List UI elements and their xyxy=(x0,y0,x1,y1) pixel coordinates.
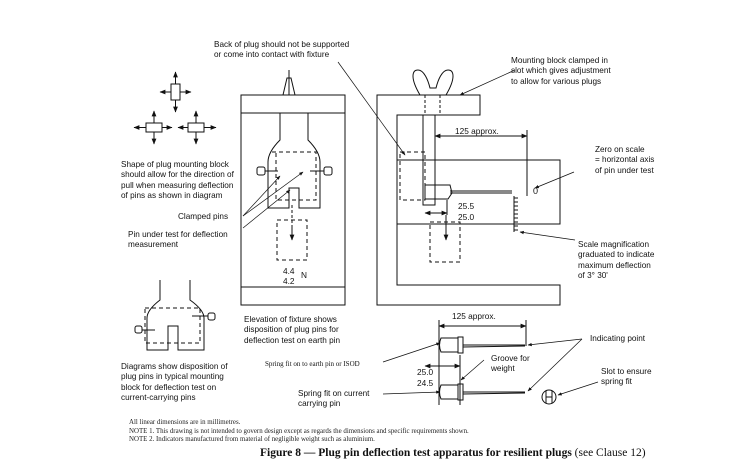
lower-length-dimension: 125 approx. xyxy=(452,311,496,321)
note-line: Diagrams show disposition of xyxy=(121,362,228,371)
mounting-block-note: Mounting block clamped in slot which giv… xyxy=(511,56,611,87)
note-line: spring fit xyxy=(601,377,632,387)
note-line: block for deflection test on xyxy=(121,382,217,392)
note-line: Mounting block clamped in xyxy=(511,56,608,65)
lower-offset-min: 24.5 xyxy=(417,378,434,388)
force-min: 4.2 xyxy=(283,276,295,286)
note-line: should allow for the direction of xyxy=(121,170,234,180)
note-line: to allow for various plugs xyxy=(511,76,602,86)
note-line: Pin under test for deflection xyxy=(128,230,228,239)
note-line: weight xyxy=(491,364,515,374)
note-line: Scale magnification xyxy=(578,240,649,249)
note-line: or come into contact with fixture xyxy=(214,50,330,60)
shape-of-block-note: Shape of plug mounting block should allo… xyxy=(121,160,234,201)
lower-offset-max: 25.0 xyxy=(417,367,434,377)
note-1: NOTE 1. This drawing is not intended to … xyxy=(129,427,469,435)
slot-spring-note: Slot to ensure spring fit xyxy=(601,367,652,388)
zero-on-scale-note: Zero on scale = horizontal axis of pin u… xyxy=(595,145,654,176)
note-line: Zero on scale xyxy=(595,145,645,154)
note-line: Groove for xyxy=(491,354,530,363)
note-line: Back of plug should not be supported xyxy=(214,40,350,49)
note-2: NOTE 2. Indicators manufactured from mat… xyxy=(129,436,375,444)
leader-lines xyxy=(242,61,599,396)
current-pin-block-diagram xyxy=(134,280,216,351)
pull-direction-diagram-right xyxy=(177,110,217,145)
slot-icon xyxy=(541,389,557,405)
note-line: measurement xyxy=(128,240,179,250)
back-of-plug-note: Back of plug should not be supported or … xyxy=(214,40,349,61)
note-line: slot which gives adjustment xyxy=(511,66,611,76)
front-elevation-fixture xyxy=(240,70,346,306)
figure-caption: Figure 8 — Plug pin deflection test appa… xyxy=(260,447,646,459)
diagrams-show-note: Diagrams show disposition of plug pins i… xyxy=(121,362,228,403)
upper-offset-min: 25.0 xyxy=(458,212,475,222)
note-line: graduated to indicate xyxy=(578,250,655,260)
pin-under-test-note: Pin under test for deflection measuremen… xyxy=(128,230,228,251)
note-line: of pin under test xyxy=(595,165,654,175)
figure-reference: (see Clause 12) xyxy=(574,447,646,459)
side-elevation-fixture xyxy=(376,69,561,306)
elevation-note: Elevation of fixture shows disposition o… xyxy=(244,315,340,346)
note-line: Elevation of fixture shows xyxy=(244,315,337,324)
current-pin-indicator xyxy=(424,363,526,401)
note-line: carrying pin xyxy=(298,399,341,409)
pull-direction-diagram-left xyxy=(133,110,173,145)
caption-separator: — xyxy=(301,447,319,459)
note-line: maximum deflection xyxy=(578,260,651,270)
note-line: Slot to ensure xyxy=(601,367,652,376)
note-line: Spring fit on current xyxy=(298,389,370,398)
scale-magnification-note: Scale magnification graduated to indicat… xyxy=(578,240,654,281)
note-line: of 3° 30' xyxy=(578,270,608,280)
scale-zero-label: 0 xyxy=(533,186,539,196)
spring-fit-earth-label: Spring fit on to earth pin or ISOD xyxy=(265,360,360,368)
figure-notes: All linear dimensions are in millimetres… xyxy=(129,419,469,445)
clamped-pins-label: Clamped pins xyxy=(178,212,229,221)
figure-number: Figure 8 xyxy=(260,447,301,459)
figure-title: Plug pin deflection test apparatus for r… xyxy=(318,447,572,459)
indicating-point-label: Indicating point xyxy=(590,334,646,343)
spring-fit-current-note: Spring fit on current carrying pin xyxy=(298,389,369,410)
note-line: disposition of plug pins for xyxy=(244,325,339,335)
note-line: Shape of plug mounting block xyxy=(121,160,229,169)
note-line: plug pins in typical mounting xyxy=(121,372,224,382)
groove-note: Groove for weight xyxy=(491,354,530,375)
note-units: All linear dimensions are in millimetres… xyxy=(129,419,241,426)
pull-direction-diagram-top xyxy=(159,71,192,113)
note-line: pull when measuring deflection xyxy=(121,180,234,190)
note-line: current-carrying pins xyxy=(121,392,196,402)
upper-offset-max: 25.5 xyxy=(458,201,475,211)
note-line: = horizontal axis xyxy=(595,155,655,165)
force-unit: N xyxy=(301,270,307,280)
note-line: deflection test on earth pin xyxy=(244,335,341,345)
note-line: of pins as shown in diagram xyxy=(121,190,223,200)
upper-length-dimension: 125 approx. xyxy=(455,126,499,136)
force-max: 4.4 xyxy=(283,266,295,276)
